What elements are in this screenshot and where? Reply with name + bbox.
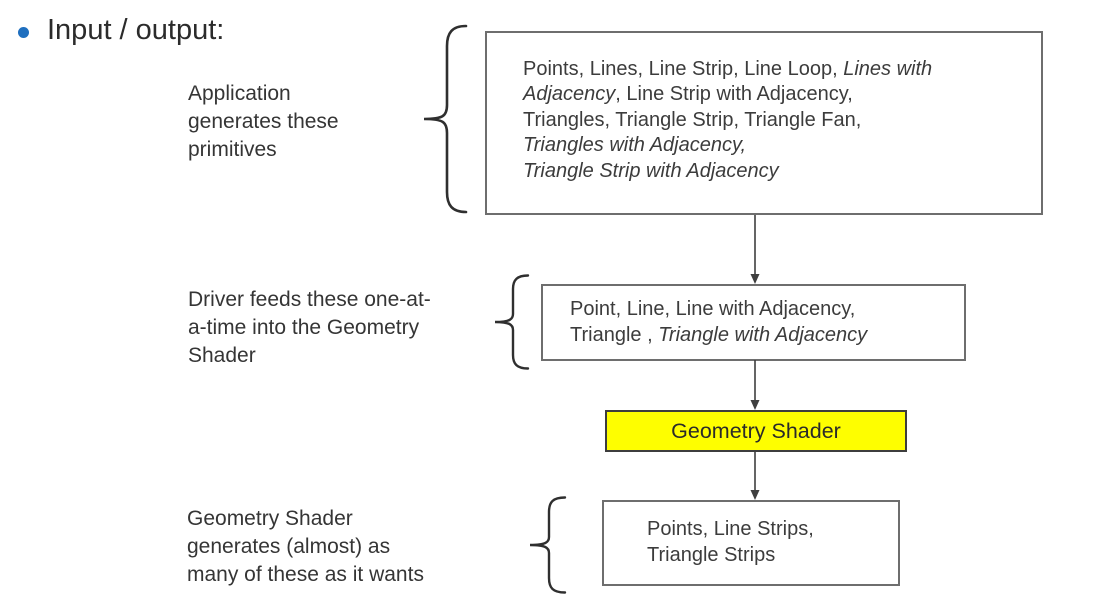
down-arrow-driver-to-gs bbox=[750, 360, 760, 410]
box-shader-output: Points, Line Strips,Triangle Strips bbox=[602, 500, 900, 586]
down-arrow-app-to-driver bbox=[750, 215, 760, 284]
curly-brace-application bbox=[423, 24, 468, 214]
box-application-primitives: Points, Lines, Line Strip, Line Loop, Li… bbox=[485, 31, 1043, 215]
box-geometry-shader: Geometry Shader bbox=[605, 410, 907, 452]
geometry-shader-label: Geometry Shader bbox=[671, 418, 841, 443]
down-arrow-gs-to-output bbox=[750, 452, 760, 500]
curly-brace-driver bbox=[494, 274, 530, 370]
label-driver-feeds: Driver feeds these one-at-a-time into th… bbox=[188, 288, 431, 367]
box-driver-primitives: Point, Line, Line with Adjacency,Triangl… bbox=[541, 284, 966, 361]
curly-brace-output bbox=[529, 496, 567, 594]
page-title: Input / output: bbox=[47, 14, 225, 46]
bullet-icon bbox=[18, 27, 29, 38]
